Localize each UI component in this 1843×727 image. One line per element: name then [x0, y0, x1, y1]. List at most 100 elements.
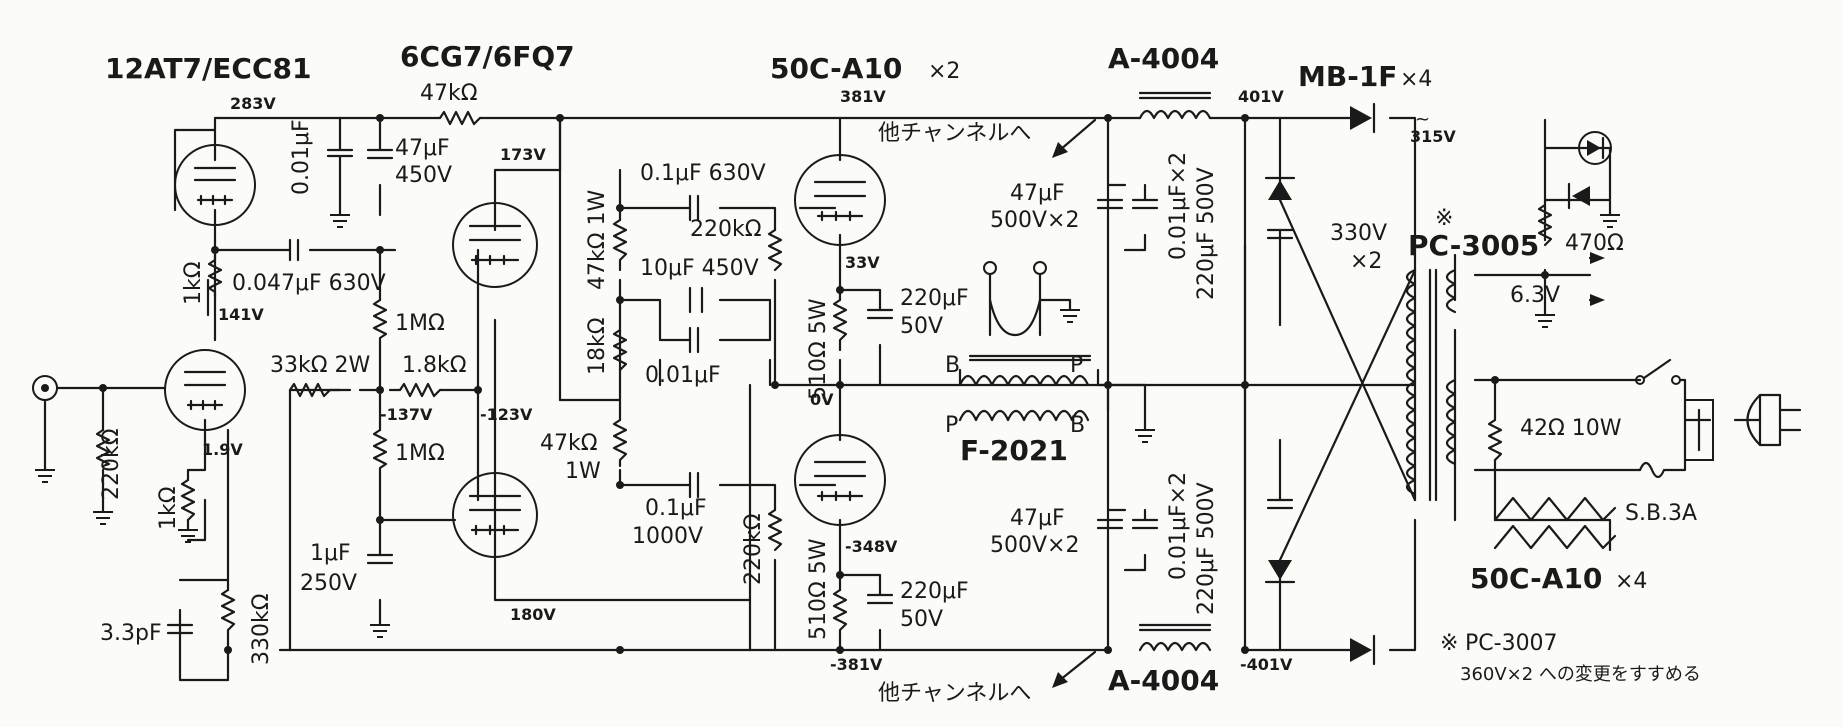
v-401: 401V — [1238, 87, 1284, 106]
c-50-a: 50V — [900, 314, 943, 339]
v-315: 315V — [1410, 127, 1456, 146]
note-text: 360V×2 への変更をすすめる — [1460, 664, 1701, 685]
c-001x2-b: 0.01μF×2 — [1166, 472, 1191, 580]
r-330k: 330kΩ — [249, 593, 274, 665]
v-401n: -401V — [1240, 655, 1293, 674]
c-1u: 1μF — [310, 541, 351, 566]
c-220-500-a: 220μF 500V — [1194, 167, 1219, 300]
tube-50ca10-upper — [794, 154, 886, 246]
tube3-label: 50C-A10 — [770, 52, 902, 85]
c-0-01b: 0.01μF — [645, 363, 721, 388]
r-1k-b: 1kΩ — [156, 486, 181, 530]
other-channel-arrows — [1052, 118, 1605, 688]
choke-bot-label: A-4004 — [1108, 664, 1219, 697]
v-141: 141V — [218, 305, 264, 324]
power-transformer — [1405, 268, 1457, 502]
chokes — [1138, 91, 1212, 652]
otx-p2: P — [945, 413, 958, 438]
r-220k-in: 220kΩ — [99, 428, 124, 500]
input-jack — [32, 375, 58, 472]
tube-6cg7-upper — [452, 202, 538, 288]
r-47k-1w: 47kΩ 1W — [585, 189, 610, 290]
r-1m-a: 1MΩ — [395, 311, 445, 336]
v-330: 330V — [1330, 221, 1387, 246]
c-0-01a: 0.01μF — [289, 119, 314, 195]
r-47k: 47kΩ — [420, 81, 478, 106]
c-1000v: 1000V — [632, 524, 703, 549]
c-250: 250V — [300, 571, 357, 596]
v-0: 0V — [810, 390, 834, 409]
tube1-label: 12AT7/ECC81 — [105, 52, 311, 85]
note-star: ※ — [1440, 631, 1458, 656]
tube3-mult: ×2 — [928, 59, 960, 84]
v-381n: -381V — [830, 655, 883, 674]
c-500x2-b: 500V×2 — [990, 533, 1079, 558]
otx-b1: B — [945, 353, 960, 378]
v-1-9: 1.9V — [202, 440, 243, 459]
v-33: 33V — [845, 253, 880, 272]
c-47u: 47μF — [395, 136, 450, 161]
r-220k-b: 220kΩ — [741, 513, 766, 585]
tube-12at7-upper — [174, 144, 256, 226]
otx-p1: P — [1070, 353, 1083, 378]
c-47x2-b: 47μF — [1010, 506, 1065, 531]
output-transformer — [958, 261, 1092, 422]
c-0-1-630: 0.1μF 630V — [640, 161, 766, 186]
v-137: -137V — [380, 405, 433, 424]
v-283: 283V — [230, 94, 276, 113]
heater-strings — [1493, 496, 1617, 550]
r-18k: 18kΩ — [585, 317, 610, 375]
r-1-8k: 1.8kΩ — [402, 353, 467, 378]
other-ch-top: 他チャンネルへ — [878, 121, 1031, 146]
v-348: -348V — [845, 537, 898, 556]
r-1m-b: 1MΩ — [395, 441, 445, 466]
c-50-b: 50V — [900, 607, 943, 632]
r-470: 470Ω — [1565, 231, 1624, 256]
c-0-1-1000: 0.1μF — [645, 496, 707, 521]
other-ch-bot: 他チャンネルへ — [878, 681, 1031, 706]
choke-top-label: A-4004 — [1108, 42, 1219, 75]
note-model: PC-3007 — [1465, 631, 1558, 656]
x2: ×2 — [1350, 249, 1382, 274]
ptx-label: PC-3005 — [1408, 229, 1539, 262]
labels: 12AT7/ECC81 6CG7/6FQ7 50C-A10 ×2 MB-1F ×… — [99, 40, 1701, 706]
c-500x2-a: 500V×2 — [990, 208, 1079, 233]
junctions — [99, 114, 1549, 654]
v-180: 180V — [510, 605, 556, 624]
tube-6cg7-lower — [452, 472, 538, 558]
c-220-b: 220μF — [900, 579, 969, 604]
ptx-star: ※ — [1435, 206, 1453, 231]
fuse-label: S.B.3A — [1625, 501, 1697, 526]
tube-12at7-lower — [164, 349, 246, 431]
w-1: 1W — [565, 459, 601, 484]
v-6-3: 6.3V — [1510, 283, 1560, 308]
v-123: -123V — [480, 405, 533, 424]
heater-tube-label: 50C-A10 — [1470, 562, 1602, 595]
r-510-b: 510Ω 5W — [806, 538, 831, 640]
c-220-500-b: 220μF 500V — [1194, 482, 1219, 615]
r-42: 42Ω 10W — [1520, 416, 1622, 441]
tilde: ~ — [1415, 109, 1430, 130]
r-220k-a: 220kΩ — [690, 217, 762, 242]
rectifier-diodes — [1264, 102, 1612, 666]
rect-mult: ×4 — [1400, 67, 1432, 92]
c-3-3p: 3.3pF — [100, 621, 162, 646]
capacitors — [166, 148, 1294, 635]
resistors — [95, 110, 1553, 642]
switch-fuse-plug — [1635, 358, 1802, 479]
ground-symbols — [35, 214, 1620, 638]
c-10u: 10μF 450V — [640, 256, 759, 281]
tube2-label: 6CG7/6FQ7 — [400, 40, 575, 73]
r-47k-b: 47kΩ — [540, 431, 598, 456]
otx-b2: B — [1070, 413, 1085, 438]
c-450: 450V — [395, 163, 452, 188]
tube-50ca10-lower — [794, 434, 886, 526]
c-47x2-a: 47μF — [1010, 181, 1065, 206]
rect-label: MB-1F — [1298, 60, 1397, 93]
v-381: 381V — [840, 87, 886, 106]
r-1k: 1kΩ — [181, 261, 206, 305]
c-047: 0.047μF 630V — [232, 271, 386, 296]
heater-mult: ×4 — [1615, 569, 1647, 594]
